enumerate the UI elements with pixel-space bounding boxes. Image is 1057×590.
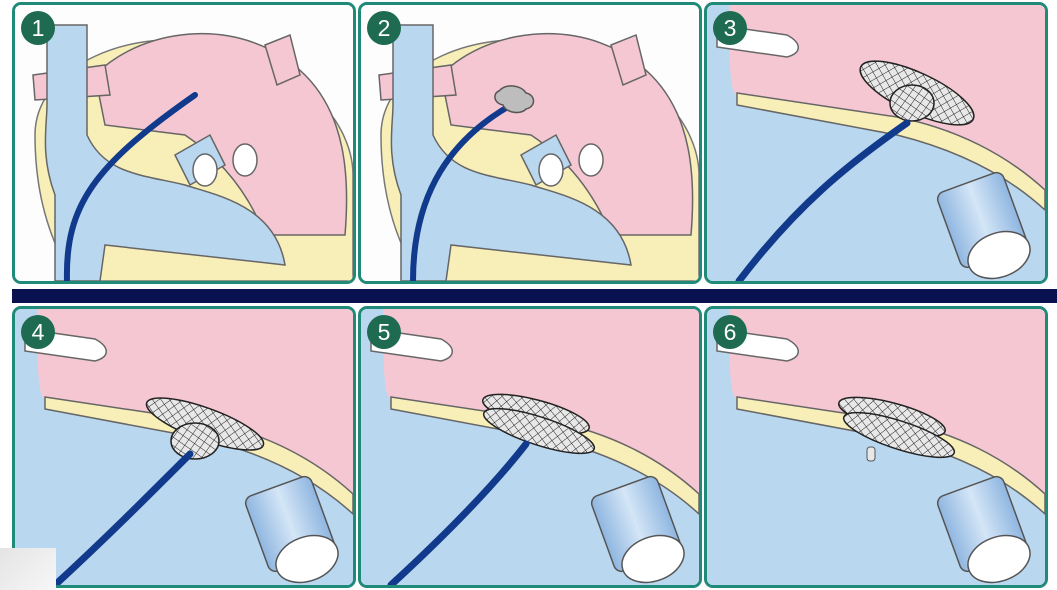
- step-number-badge: 3: [713, 11, 747, 45]
- step-number-badge: 2: [367, 11, 401, 45]
- step-panel-5: 5: [358, 306, 702, 588]
- heart-overview-illustration: [15, 5, 353, 281]
- aortic-valve: [233, 144, 257, 176]
- pulmonary-valve: [193, 154, 217, 186]
- heart-overview-illustration: [361, 5, 699, 281]
- step-panel-6: 6: [704, 306, 1048, 588]
- closure-device-illustration: [361, 309, 699, 585]
- corner-artifact: [0, 548, 56, 590]
- released-device-hub: [867, 447, 875, 461]
- step-panel-3: 3: [704, 2, 1048, 284]
- step-number-badge: 6: [713, 315, 747, 349]
- closure-device-illustration: [15, 309, 353, 585]
- row-divider: [12, 289, 1057, 303]
- step-panel-2: 2: [358, 2, 702, 284]
- step-number-badge: 1: [21, 11, 55, 45]
- closure-device-illustration: [707, 309, 1045, 585]
- closure-device-illustration: [707, 5, 1045, 281]
- step-panel-4: 4: [12, 306, 356, 588]
- pulmonary-valve: [539, 154, 563, 186]
- device-waist: [171, 423, 219, 459]
- step-panel-1: 1: [12, 2, 356, 284]
- step-number-badge: 4: [21, 315, 55, 349]
- aortic-valve: [579, 144, 603, 176]
- device-waist: [890, 85, 934, 121]
- step-number-badge: 5: [367, 315, 401, 349]
